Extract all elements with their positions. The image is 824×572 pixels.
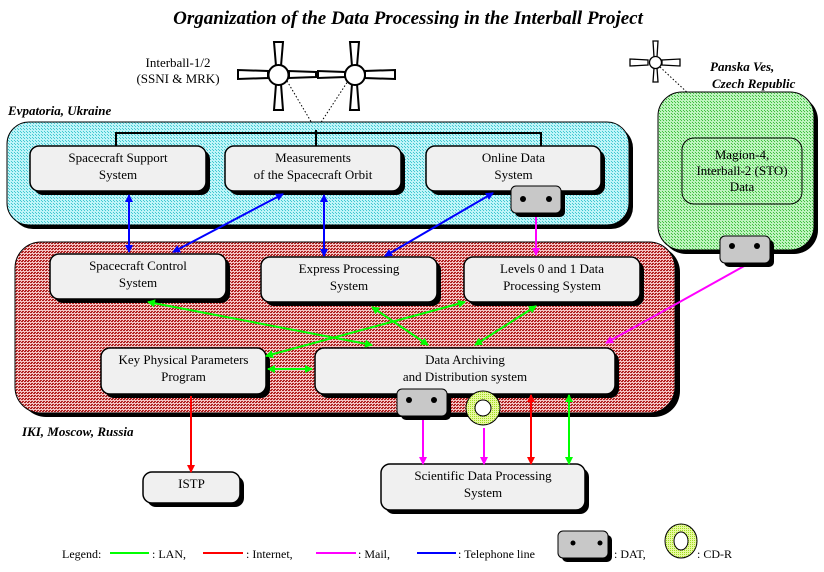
- legend: Legend: : LAN, : Internet, : Mail, : Tel…: [62, 523, 732, 562]
- box-scientific-line2: System: [464, 485, 502, 500]
- legend-dat: : DAT,: [614, 547, 646, 561]
- antenna-bus: [115, 132, 542, 146]
- box-express-processing-line2: System: [330, 278, 368, 293]
- box-express-processing-line1: Express Processing: [299, 261, 400, 276]
- box-spacecraft-control-line2: System: [119, 275, 157, 290]
- box-magion-line2: Interball-2 (STO): [696, 163, 787, 178]
- legend-telephone: : Telephone line: [458, 547, 535, 561]
- legend-internet: : Internet,: [246, 547, 293, 561]
- link-lan-levels-archiving: [474, 305, 537, 346]
- cdr-archiving-icon: [465, 390, 501, 426]
- legend-label: Legend:: [62, 547, 101, 561]
- box-measurements-orbit[interactable]: Measurements of the Spacecraft Orbit: [224, 145, 405, 195]
- box-frame: [463, 256, 641, 303]
- legend-cdr: : CD-R: [697, 547, 732, 561]
- box-spacecraft-support-line1: Spacecraft Support: [68, 150, 168, 165]
- box-scientific-line1: Scientific Data Processing: [414, 468, 552, 483]
- region-label-iki: IKI, Moscow, Russia: [21, 424, 134, 439]
- box-frame: [224, 145, 402, 192]
- box-istp[interactable]: ISTP: [142, 471, 244, 507]
- box-frame: [49, 253, 227, 300]
- box-magion-line3: Data: [730, 179, 755, 194]
- box-key-physical-line2: Program: [161, 369, 206, 384]
- region-label-panska-line1: Panska Ves,: [710, 59, 774, 74]
- box-istp-line1: ISTP: [178, 476, 205, 491]
- satellite-icon: [317, 41, 396, 111]
- box-levels-01-line2: Processing System: [503, 278, 601, 293]
- link-telephone-online-express: [384, 192, 494, 257]
- box-key-physical-line1: Key Physical Parameters: [119, 352, 249, 367]
- box-measurements-orbit-line2: of the Spacecraft Orbit: [254, 167, 373, 182]
- box-spacecraft-support-line2: System: [99, 167, 137, 182]
- box-levels-01-line1: Levels 0 and 1 Data: [500, 261, 604, 276]
- satellite-label-line1: Interball-1/2: [146, 55, 211, 70]
- box-data-archiving-line2: and Distribution system: [403, 369, 527, 384]
- box-magion-line1: Magion-4,: [715, 147, 770, 162]
- small-satellite-icon: [629, 40, 681, 83]
- dat-online-data: [510, 185, 565, 217]
- box-online-data-line1: Online Data: [482, 150, 545, 165]
- box-frame: [100, 347, 267, 395]
- satellite-label-line2: (SSNI & MRK): [136, 71, 219, 86]
- box-measurements-orbit-line1: Measurements: [275, 150, 351, 165]
- diagram-title: Organization of the Data Processing in t…: [173, 8, 643, 29]
- link-lan-levels-keyparams: [265, 299, 466, 359]
- region-label-evpatoria: Evpatoria, Ukraine: [7, 103, 112, 118]
- box-data-archiving[interactable]: Data Archiving and Distribution system: [314, 347, 619, 398]
- box-magion[interactable]: Magion-4, Interball-2 (STO) Data: [681, 137, 803, 205]
- legend-mail: : Mail,: [358, 547, 390, 561]
- link-mail-magion-archiving: [605, 264, 747, 344]
- link-lan-express-archiving: [371, 306, 429, 346]
- box-spacecraft-control-line1: Spacecraft Control: [89, 258, 187, 273]
- dat-archiving: [396, 388, 451, 420]
- legend-lan: : LAN,: [152, 547, 186, 561]
- satellite-icon: [237, 41, 317, 111]
- legend-dat-icon: [557, 530, 612, 562]
- link-telephone-orbit-control: [172, 193, 284, 253]
- region-label-panska-line2: Czech Republic: [712, 76, 796, 91]
- box-data-archiving-line1: Data Archiving: [425, 352, 505, 367]
- legend-cdr-icon: [664, 523, 698, 559]
- box-online-data-line2: System: [494, 167, 532, 182]
- dat-magion: [719, 235, 774, 267]
- box-frame: [29, 145, 207, 192]
